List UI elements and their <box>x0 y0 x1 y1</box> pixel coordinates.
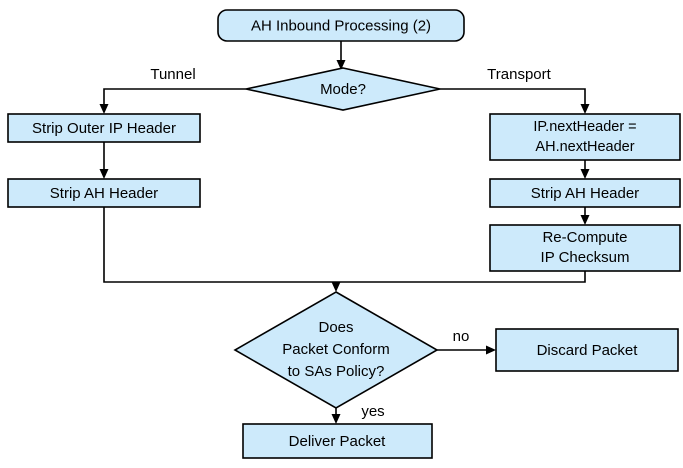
edge-policy-no: no <box>437 328 496 355</box>
node-label-set-next-header-line2: AH.nextHeader <box>535 139 634 155</box>
node-label-start: AH Inbound Processing (2) <box>251 17 431 34</box>
node-label-strip-ah-header-tunnel: Strip AH Header <box>50 185 158 202</box>
node-label-deliver-packet: Deliver Packet <box>289 433 387 450</box>
node-shape-diamond <box>233 291 439 409</box>
node-strip-ah-header-tunnel[interactable]: Strip AH Header <box>7 178 201 208</box>
arrow-head-icon <box>580 104 590 114</box>
node-shape-rect <box>242 423 433 459</box>
node-label-policy-decision-line1: Does <box>318 319 353 336</box>
edge-stripah-to-recompute <box>580 207 590 225</box>
node-label-strip-ah-header-transport: Strip AH Header <box>531 185 639 202</box>
edge-stripouter-to-stripah <box>99 142 109 179</box>
edge-line <box>103 207 586 283</box>
arrow-head-icon <box>331 282 341 292</box>
arrow-head-icon <box>486 345 496 355</box>
edge-label-no: no <box>453 328 470 345</box>
node-strip-outer-ip-header[interactable]: Strip Outer IP Header <box>7 113 201 143</box>
arrow-head-icon <box>580 169 590 179</box>
node-start[interactable]: AH Inbound Processing (2) <box>217 9 465 42</box>
node-shape-rect <box>495 328 679 372</box>
node-label-policy-decision-line3: to SAs Policy? <box>288 363 385 380</box>
arrow-head-icon <box>99 169 109 179</box>
node-shape-rect <box>489 178 681 208</box>
node-strip-ah-header-transport[interactable]: Strip AH Header <box>489 178 681 208</box>
edge-line <box>440 88 586 108</box>
node-recompute-checksum[interactable]: Re-Compute IP Checksum <box>489 224 681 272</box>
node-shape-rect <box>7 113 201 143</box>
node-label-recompute-checksum-line2: IP Checksum <box>541 249 630 266</box>
arrow-head-icon <box>99 104 109 114</box>
edge-mode-tunnel: Tunnel <box>99 66 246 114</box>
node-shape-diamond <box>245 67 441 111</box>
node-label-mode-decision: Mode? <box>320 81 366 98</box>
node-discard-packet[interactable]: Discard Packet <box>495 328 679 372</box>
node-label-recompute-checksum-line1: Re-Compute <box>542 229 627 246</box>
node-deliver-packet[interactable]: Deliver Packet <box>242 423 433 459</box>
node-shape-rect <box>489 224 681 272</box>
arrow-head-icon <box>336 60 346 70</box>
node-mode-decision[interactable]: Mode? <box>245 67 441 111</box>
edge-policy-yes: yes <box>331 403 385 424</box>
edge-start-to-mode <box>336 41 346 70</box>
edge-mode-transport: Transport <box>440 66 590 114</box>
edge-label-tunnel: Tunnel <box>150 66 195 83</box>
edge-merge-to-policy <box>103 207 586 292</box>
node-shape-rect <box>7 178 201 208</box>
edge-nextheader-to-stripah <box>580 160 590 179</box>
node-label-set-next-header-line1: IP.nextHeader = <box>533 119 636 135</box>
node-shape-rect <box>489 113 681 161</box>
edge-label-yes: yes <box>361 403 384 420</box>
node-set-next-header[interactable]: IP.nextHeader = AH.nextHeader <box>489 113 681 161</box>
arrow-head-icon <box>331 414 341 424</box>
node-policy-decision[interactable]: Does Packet Conform to SAs Policy? <box>233 291 439 409</box>
node-label-discard-packet: Discard Packet <box>537 342 639 359</box>
node-label-policy-decision-line2: Packet Conform <box>282 341 390 358</box>
node-label-strip-outer-ip-header: Strip Outer IP Header <box>32 120 176 137</box>
arrow-head-icon <box>580 215 590 225</box>
edge-label-transport: Transport <box>487 66 551 83</box>
node-shape-rounded-rect <box>217 9 465 42</box>
edge-line <box>103 88 246 108</box>
